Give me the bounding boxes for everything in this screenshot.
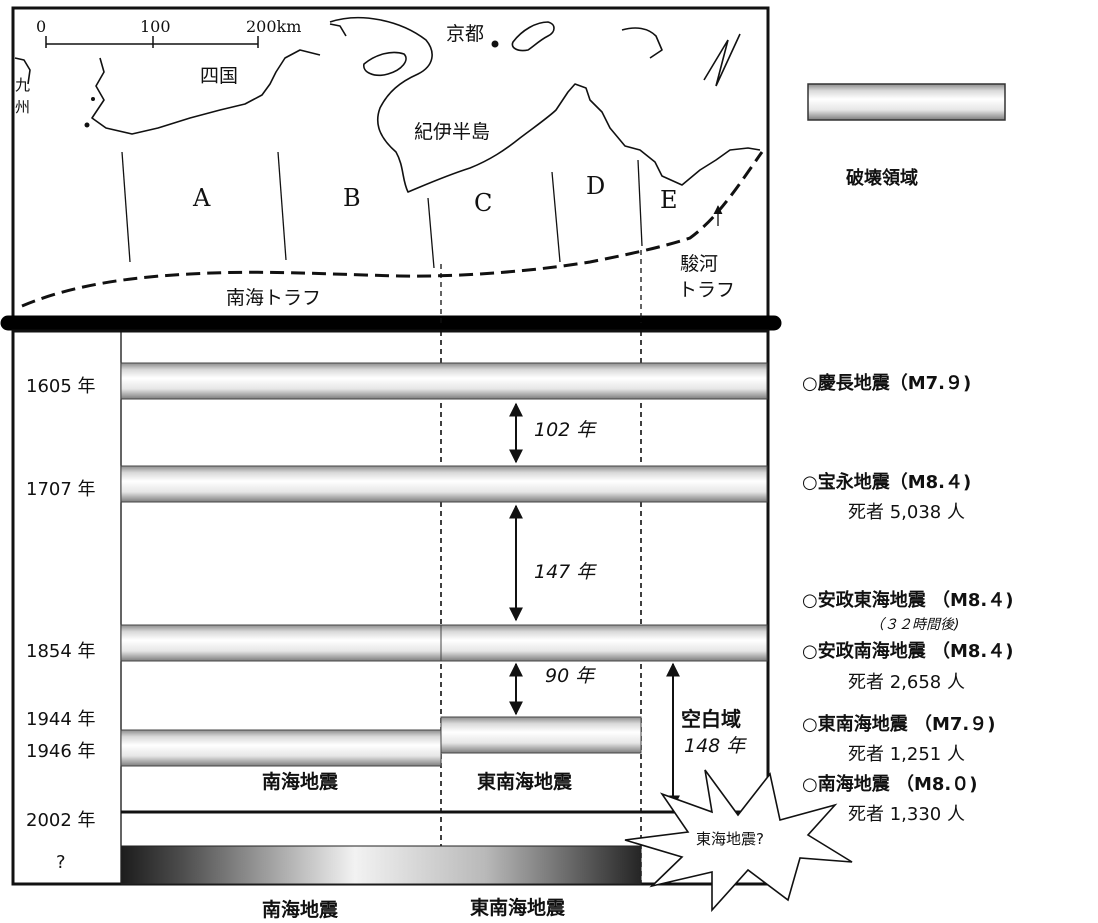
kyushu-label-1: 九: [15, 76, 30, 94]
kyushu-coast: [14, 57, 31, 85]
event-nankai-deaths: 死者 1,330 人: [848, 804, 965, 825]
islet-marker: [91, 97, 95, 101]
future-nankai-label: 南海地震: [262, 898, 339, 921]
rupture-bar-1605: [120, 362, 768, 400]
tokai-earthquake-question: 東海地震?: [696, 830, 764, 848]
gap-label: 空白域: [681, 707, 741, 731]
biwa-lake: [511, 21, 555, 52]
kyoto-label: 京都: [446, 23, 484, 45]
event-ansei-delay: （３２時間後): [870, 617, 959, 633]
gap-years-label: 148 年: [684, 735, 747, 757]
event-hoei-deaths: 死者 5,038 人: [848, 502, 965, 523]
year-label-2002: 2002 年: [26, 810, 96, 831]
future-rupture-bar: [120, 845, 642, 885]
awaji-island: [363, 51, 407, 77]
rupture-bar-1707: [120, 465, 768, 503]
kii-peninsula-label: 紀伊半島: [414, 121, 490, 143]
segment-a-label: A: [192, 184, 211, 212]
scale-zero-label: 0: [36, 17, 46, 36]
rupture-bar-1854-tokai: [440, 624, 768, 662]
tokai-earthquake-burst: 東海地震?: [624, 769, 853, 913]
islet-marker: [84, 122, 90, 128]
rupture-bar-1854-nankai: [120, 624, 442, 662]
interval-label-90: 90 年: [545, 665, 596, 687]
nankai-trough-line: [21, 151, 764, 308]
scale-100-label: 100: [140, 17, 171, 36]
year-label-1946: 1946 年: [26, 741, 96, 762]
segment-boundaries: [121, 151, 643, 269]
legend-label: 破壊領域: [846, 167, 918, 189]
legend-swatch: [807, 83, 1006, 121]
year-label-1854: 1854 年: [26, 641, 96, 662]
coastline: [14, 16, 761, 193]
segment-d-label: D: [586, 172, 605, 200]
nankai-trough-label: 南海トラフ: [226, 287, 321, 309]
timeline-frame: [11, 329, 770, 886]
kyushu-label-2: 州: [15, 98, 30, 116]
event-ansei-deaths: 死者 2,658 人: [848, 672, 965, 693]
legend: 破壊領域: [807, 83, 1006, 189]
timeline-panel: 1605 年 1707 年 1854 年 1944 年 1946 年 2002 …: [11, 250, 770, 886]
event-tonankai-deaths: 死者 1,251 人: [848, 744, 965, 765]
tonankai-bar-label: 東南海地震: [477, 770, 573, 793]
segment-b-label: B: [343, 184, 361, 212]
tokai-coast: [621, 27, 663, 59]
north-arrow-icon: [703, 33, 741, 87]
event-tonankai: ○東南海地震 （M7.９): [802, 713, 995, 735]
interval-label-147: 147 年: [534, 561, 597, 583]
event-nankai: ○南海地震 （M8.０): [802, 773, 977, 795]
rupture-bar-1944: [440, 716, 642, 754]
suruga-label-1: 駿河: [680, 253, 718, 275]
future-tonankai-label: 東南海地震: [470, 896, 566, 919]
event-ansei-tokai: ○安政東海地震 （M8.４): [802, 589, 1013, 611]
event-annotations: ○慶長地震（M7.９) ○宝永地震（M8.４) 死者 5,038 人 ○安政東海…: [802, 372, 1013, 825]
event-hoei: ○宝永地震（M8.４): [802, 471, 971, 493]
future-year-label: ?: [56, 852, 66, 873]
segment-e-label: E: [660, 186, 678, 214]
nankai-bar-label: 南海地震: [262, 770, 339, 793]
map-panel: 0 100 200km 京都 四国: [11, 6, 770, 322]
kii-coast: [329, 16, 761, 193]
kyoto-marker: [491, 40, 499, 48]
event-keicho: ○慶長地震（M7.９): [802, 372, 971, 394]
chugoku-coast: [329, 23, 347, 37]
scale-bar: 0 100 200km: [36, 17, 301, 48]
map-frame: [11, 6, 770, 322]
shikoku-coast: [91, 49, 321, 135]
year-label-1707: 1707 年: [26, 479, 96, 500]
event-ansei-nankai: ○安政南海地震 （M8.４): [802, 640, 1013, 662]
shikoku-label: 四国: [200, 65, 238, 87]
year-label-1605: 1605 年: [26, 376, 96, 397]
year-label-1944: 1944 年: [26, 709, 96, 730]
segment-c-label: C: [474, 189, 492, 217]
rupture-bar-1946: [120, 729, 442, 767]
suruga-label-2: トラフ: [678, 279, 735, 301]
interval-label-102: 102 年: [534, 419, 597, 441]
scale-200-label: 200km: [246, 17, 301, 36]
